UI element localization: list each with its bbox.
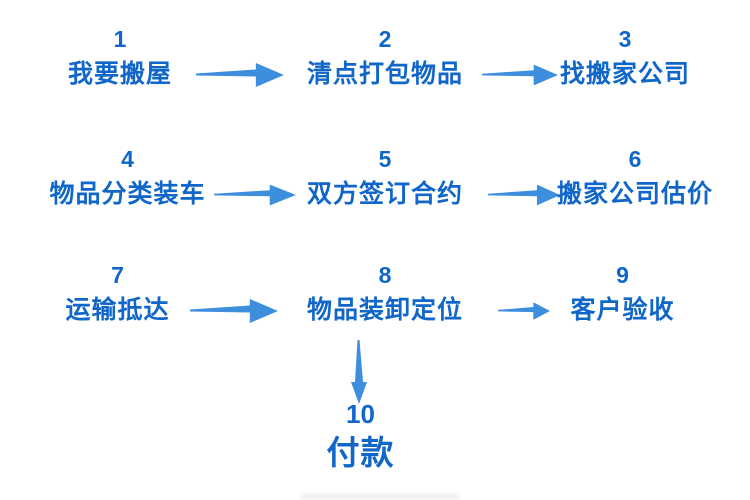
step-number: 3 xyxy=(618,26,632,52)
step-number: 7 xyxy=(111,262,124,288)
step-number: 5 xyxy=(378,146,392,172)
arrow-right-icon xyxy=(196,63,284,87)
step-label: 搬家公司估价 xyxy=(556,180,713,208)
arrow-right-icon xyxy=(488,184,560,206)
flow-step-1: 1 我要搬屋 xyxy=(40,26,200,89)
flow-step-3: 3 找搬家公司 xyxy=(540,26,710,89)
step-label: 运输抵达 xyxy=(65,296,170,324)
flow-step-9: 9 客户验收 xyxy=(535,262,710,325)
flow-step-5: 5 双方签订合约 xyxy=(295,146,475,209)
flow-step-4: 4 物品分类装车 xyxy=(30,146,225,209)
step-number: 1 xyxy=(113,26,127,52)
flow-step-8: 8 物品装卸定位 xyxy=(295,262,475,325)
step-number: 4 xyxy=(121,146,134,172)
step-label: 我要搬屋 xyxy=(67,60,172,88)
step-number: 2 xyxy=(378,26,392,52)
step-label: 找搬家公司 xyxy=(559,60,690,88)
step-label: 双方签订合约 xyxy=(306,180,463,208)
step-number: 8 xyxy=(378,262,392,288)
step-number: 6 xyxy=(628,146,642,172)
arrow-right-icon xyxy=(190,299,278,323)
arrow-right-icon xyxy=(482,64,558,86)
step-label: 客户验收 xyxy=(570,296,675,324)
step-label: 清点打包物品 xyxy=(306,60,463,88)
step-number: 10 xyxy=(346,399,375,429)
flow-step-6: 6 搬家公司估价 xyxy=(535,146,735,209)
step-number: 9 xyxy=(616,262,629,288)
arrow-right-icon xyxy=(214,184,296,206)
step-label: 物品分类装车 xyxy=(49,180,206,208)
flow-step-10: 10 付款 xyxy=(298,400,423,472)
cutoff-content-artifact xyxy=(300,494,460,499)
flow-step-7: 7 运输抵达 xyxy=(35,262,200,325)
step-label: 物品装卸定位 xyxy=(306,296,463,324)
arrow-right-icon xyxy=(498,302,550,320)
step-label: 付款 xyxy=(326,434,395,471)
flow-step-2: 2 清点打包物品 xyxy=(295,26,475,89)
arrow-down-icon xyxy=(351,340,367,404)
